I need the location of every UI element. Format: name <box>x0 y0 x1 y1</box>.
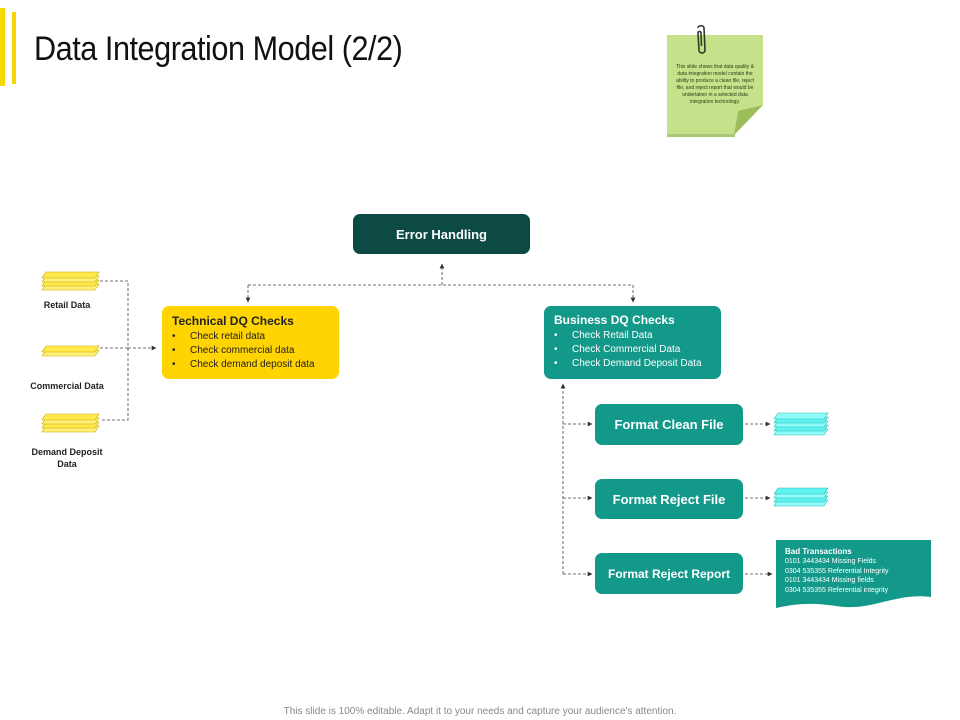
technical-dq-item: Check retail data <box>172 330 329 344</box>
commercial-data-stack <box>41 345 100 357</box>
business-dq-item: Check Retail Data <box>554 329 711 343</box>
technical-dq-item: Check commercial data <box>172 344 329 358</box>
technical-dq-title: Technical DQ Checks <box>172 314 294 328</box>
technical-dq-checks-box: Technical DQ Checks Check retail data Ch… <box>162 306 339 379</box>
bad-transactions-title: Bad Transactions <box>785 547 852 556</box>
source-label-demand-deposit: Demand Deposit Data <box>31 447 103 469</box>
title-accent-bar <box>0 8 5 86</box>
technical-dq-item: Check demand deposit data <box>172 358 329 372</box>
business-dq-item: Check Demand Deposit Data <box>554 357 711 371</box>
bad-transaction-line: 0101 3443434 Missing Fields <box>785 558 877 565</box>
retail-data-stack <box>41 271 100 291</box>
format-reject-file-box: Format Reject File <box>595 479 743 519</box>
technical-dq-list: Check retail data Check commercial data … <box>172 330 329 372</box>
business-dq-list: Check Retail Data Check Commercial Data … <box>554 329 711 371</box>
title-accent-bar-secondary <box>12 12 16 84</box>
reject-file-stack <box>773 487 829 507</box>
bad-transaction-line: 0304 535355 Referential integrity <box>785 586 889 594</box>
footer-note: This slide is 100% editable. Adapt it to… <box>283 706 677 717</box>
source-label-commercial: Commercial Data <box>30 381 104 391</box>
error-handling-box: Error Handling <box>353 214 530 254</box>
business-dq-title: Business DQ Checks <box>554 313 675 327</box>
sticky-note-shadow <box>667 134 735 137</box>
business-dq-item: Check Commercial Data <box>554 343 711 357</box>
business-dq-checks-box: Business DQ Checks Check Retail Data Che… <box>544 306 721 379</box>
page-title: Data Integration Model (2/2) <box>34 30 403 68</box>
format-clean-file-box: Format Clean File <box>595 404 743 445</box>
demand-deposit-data-stack <box>41 413 100 433</box>
format-reject-report-box: Format Reject Report <box>595 553 743 594</box>
sticky-note-text: This slide shows that data quality & dat… <box>675 64 755 105</box>
clean-file-stack <box>773 412 829 436</box>
bad-transaction-line: 0101 3443434 Missing fields <box>785 577 874 584</box>
source-label-retail: Retail Data <box>43 300 91 310</box>
paperclip-icon <box>697 24 706 54</box>
bad-transaction-line: 0304 535355 Referential Integrity <box>785 567 889 575</box>
sources-bracket <box>100 280 129 421</box>
